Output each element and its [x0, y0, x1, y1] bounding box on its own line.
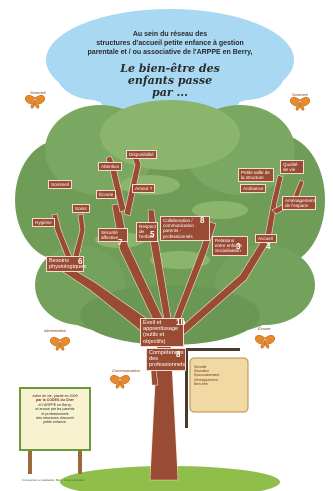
headline-line: par ...	[152, 86, 188, 99]
credit-line: Conception et réalisation Berry Communic…	[22, 478, 85, 482]
butterfly-label: Sommeil	[292, 92, 308, 97]
headline: Le bien-être des enfants passe par ...	[70, 63, 270, 99]
competences-number: 8	[176, 350, 181, 359]
label-collaboration: Collaboration / communication parents - …	[160, 216, 210, 241]
sign-item: Épanouissement	[194, 373, 220, 378]
butterfly-label: Communication	[112, 368, 140, 373]
intro-line: structures d'accueil petite enfance à ge…	[96, 40, 244, 47]
besoins-number: 6	[78, 257, 83, 266]
label-amenagement: Aménagement de l'espace	[282, 196, 316, 211]
butterfly-icon	[24, 95, 46, 109]
label-qualite: Qualité de vie	[280, 160, 304, 175]
intro-line: Au sein du réseau des	[132, 31, 208, 38]
label-sommeil: Sommeil	[48, 180, 72, 190]
label-attention: Attention	[98, 162, 123, 172]
headline-line: Le bien-être des	[120, 62, 220, 75]
butterfly-icon	[289, 97, 311, 111]
sign-item: Éducation	[194, 369, 210, 374]
label-respect: Respect de l'enfant	[136, 222, 158, 242]
label-securite: Sécurité affective	[98, 228, 128, 243]
label-relations: Relations entre enfants Socialisation	[212, 236, 248, 256]
butterfly-label: Sommeil	[30, 90, 46, 95]
sign-item: Bien-être	[194, 381, 208, 386]
butterfly-icon	[254, 335, 276, 349]
butterfly-icon	[109, 375, 131, 389]
signpost	[175, 348, 249, 428]
label-ecoute: Écoute	[96, 190, 117, 200]
butterfly-label: Alimentation	[44, 328, 67, 333]
info-panel: Arbre de vie, planté en 2009 par la CODE…	[24, 394, 86, 448]
panel-line: par la CODES du Cher	[36, 398, 74, 403]
label-accueil: Accueil	[255, 234, 277, 244]
label-soins: Soins	[72, 204, 90, 214]
accueil-number: 4	[266, 242, 271, 251]
label-amour: Amour ?	[132, 184, 156, 194]
label-disponibilite: Disponibilité	[126, 150, 157, 160]
panel-line: Arbre de vie, planté en 2009	[32, 394, 78, 398]
besoins-text: Besoins physiologiques	[49, 258, 87, 271]
eveil-number: 1b	[176, 318, 186, 327]
sign-list: Sécurité Éducation Épanouissement Dévelo…	[194, 365, 244, 386]
panel-line: et arrosé par les parents	[35, 407, 75, 412]
intro-line: parentale et / ou associative de l'ARPPE…	[87, 49, 253, 56]
label-hygiene: Hygiène	[32, 218, 55, 228]
label-ambiance: Ambiance	[240, 184, 267, 194]
butterfly-icon	[49, 337, 71, 351]
label-petite-taille: Petite taille de la structure	[238, 168, 274, 183]
panel-line: et professionnels	[41, 411, 69, 416]
butterfly-label: Écoute	[258, 326, 271, 331]
label-besoins: Besoins physiologiques	[46, 256, 87, 273]
panel-line: et l'ARPPE en Berry,	[38, 402, 72, 407]
info-panel-frame	[19, 387, 91, 474]
sign-item: Sécurité	[194, 365, 207, 369]
panel-line: petite enfance.	[43, 420, 67, 425]
cloud-text: Au sein du réseau des structures d'accue…	[70, 30, 270, 99]
label-competences: Compétences des professionnels	[146, 348, 186, 371]
headline-line: enfants passe	[127, 74, 213, 87]
cloud	[44, 7, 296, 120]
sign-item: Développement	[194, 377, 218, 382]
panel-line: des structures d'accueil	[36, 416, 74, 421]
securite-number: 7	[118, 238, 123, 247]
respect-number: 5	[150, 230, 155, 239]
label-eveil: Éveil et apprentissage (outils et object…	[140, 318, 184, 347]
relations-number: 3	[236, 242, 241, 251]
collaboration-number: 8	[200, 216, 205, 225]
